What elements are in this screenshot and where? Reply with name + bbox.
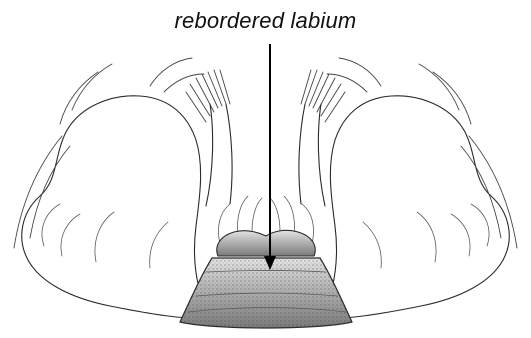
right-setae-tuft xyxy=(299,70,345,206)
labium xyxy=(180,230,352,328)
right-outer-setae xyxy=(327,58,517,248)
annotation-label: rebordered labium xyxy=(0,8,531,34)
left-lateral-lobe xyxy=(22,96,210,319)
labium-rim xyxy=(217,230,315,256)
left-setae-tuft xyxy=(186,70,232,206)
right-lateral-lobe xyxy=(321,96,509,319)
left-outer-setae xyxy=(14,58,204,248)
